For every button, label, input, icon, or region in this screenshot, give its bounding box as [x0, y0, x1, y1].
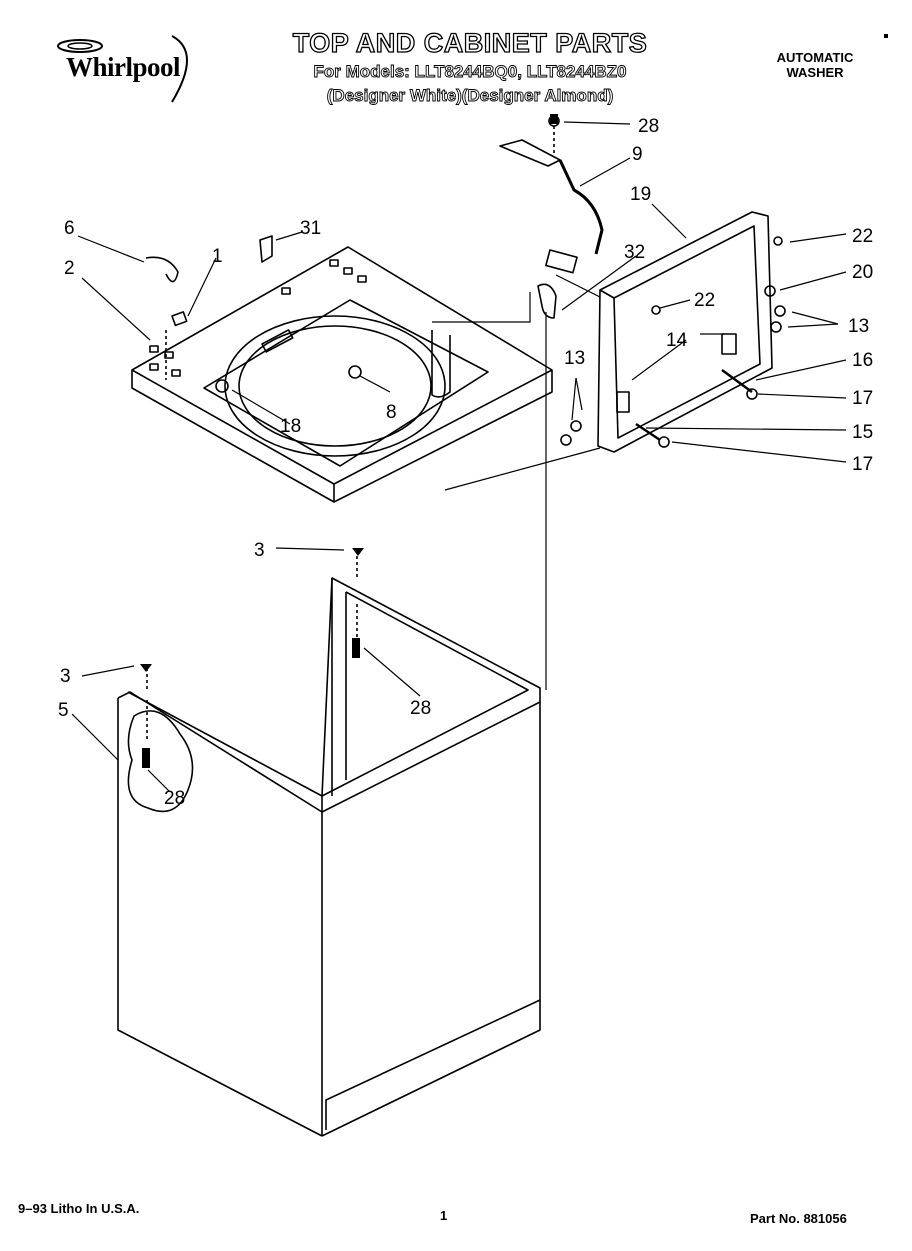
appliance-type-line2: WASHER — [786, 65, 844, 80]
callout-8: 8 — [386, 402, 397, 423]
page-title: TOP AND CABINET PARTS — [292, 27, 648, 58]
callout-32: 32 — [624, 242, 645, 263]
callout-31: 31 — [300, 218, 321, 239]
page-number: 1 — [440, 1208, 448, 1223]
callout-13-left: 13 — [564, 348, 585, 369]
callout-labels: 28 9 19 22 20 22 13 16 17 15 17 14 13 32… — [58, 116, 873, 809]
brand-logo-emblem — [57, 35, 188, 103]
callout-6: 6 — [64, 218, 75, 239]
callout-17-lower: 17 — [852, 454, 873, 475]
callout-28-cabinet: 28 — [410, 698, 431, 719]
litho-notice: 9–93 Litho In U.S.A. — [18, 1201, 140, 1216]
callout-18: 18 — [280, 416, 301, 437]
model-numbers: For Models: LLT8244BQ0, LLT8244BZ0 — [313, 62, 627, 82]
callout-28-top: 28 — [638, 116, 659, 137]
callout-5: 5 — [58, 700, 69, 721]
callout-16: 16 — [852, 350, 873, 371]
callout-2: 2 — [64, 258, 75, 279]
callout-13-right: 13 — [848, 316, 869, 337]
corner-mark — [884, 34, 888, 38]
callout-1: 1 — [212, 246, 223, 267]
washer-lid — [597, 211, 773, 453]
part-number: Part No. 881056 — [750, 1211, 847, 1226]
lid-switch-harness — [499, 139, 604, 319]
callout-9: 9 — [632, 144, 643, 165]
callout-22-upper: 22 — [852, 226, 873, 247]
washer-top-panel — [131, 246, 553, 503]
model-colors: (Designer White)(Designer Almond) — [326, 86, 614, 106]
callout-19: 19 — [630, 184, 651, 205]
callout-14: 14 — [666, 330, 688, 351]
callout-3-upper: 3 — [254, 540, 265, 561]
callout-3-lower: 3 — [60, 666, 71, 687]
callout-28-inset: 28 — [164, 788, 185, 809]
callout-20: 20 — [852, 262, 873, 283]
appliance-type-line1: AUTOMATIC — [776, 50, 854, 65]
callout-15: 15 — [852, 422, 873, 443]
brand-logo: Whirlpool — [66, 52, 181, 82]
callout-22-lower: 22 — [694, 290, 715, 311]
callout-17-upper: 17 — [852, 388, 873, 409]
washer-cabinet — [117, 312, 547, 1137]
